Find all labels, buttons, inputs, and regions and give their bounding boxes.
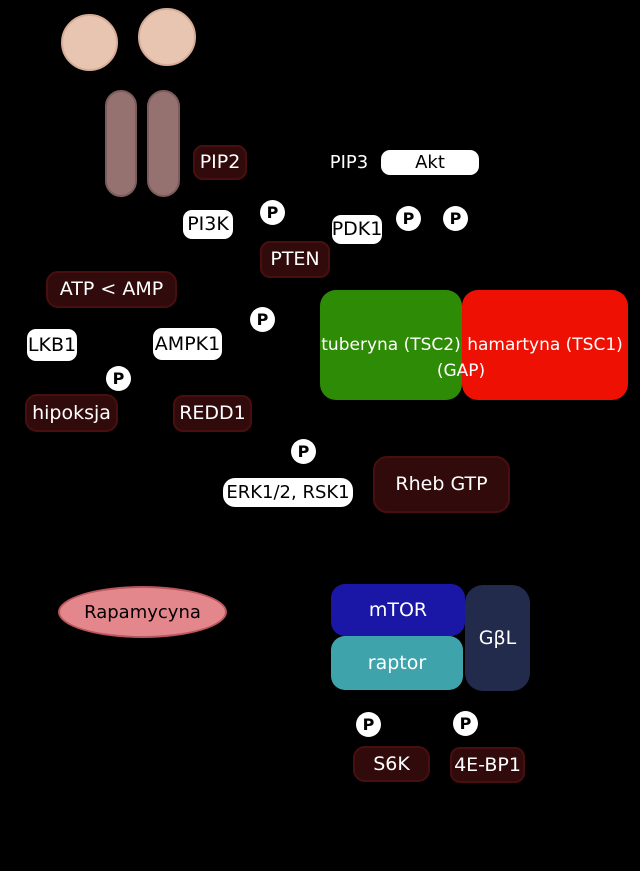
phosphate-badge: P [250, 307, 275, 332]
node-mtor: mTOR [331, 584, 465, 636]
node-hipoksja: hipoksja [25, 394, 118, 432]
node-pten: PTEN [260, 241, 330, 278]
phosphate-badge: P [443, 206, 468, 231]
node-atp-amp: ATP < AMP [46, 271, 177, 308]
ligand-circle [61, 14, 118, 71]
receptor-bar [147, 90, 180, 197]
node-raptor: raptor [331, 636, 463, 690]
phosphate-badge: P [453, 711, 478, 736]
phosphate-badge: P [356, 712, 381, 737]
node-rheb-gtp: Rheb GTP [373, 456, 510, 513]
node-ampk1: AMPK1 [153, 328, 222, 360]
node-s6k: S6K [353, 746, 430, 782]
node-tsc1: hamartyna (TSC1) [462, 290, 628, 400]
node-erk-rsk: ERK1/2, RSK1 [223, 478, 353, 507]
phosphate-badge: P [106, 366, 131, 391]
node-4e-bp1: 4E-BP1 [450, 747, 525, 783]
phosphate-badge: P [291, 439, 316, 464]
node-lkb1: LKB1 [27, 329, 77, 361]
phosphate-badge: P [396, 206, 421, 231]
ligand-circle [138, 8, 196, 66]
label-gap: (GAP) [436, 361, 486, 381]
node-akt: Akt [381, 150, 479, 175]
node-pip3: PIP3 [329, 151, 369, 173]
node-pdk1: PDK1 [332, 215, 382, 244]
node-redd1: REDD1 [173, 395, 252, 432]
node-rapamycyna: Rapamycyna [58, 586, 227, 638]
node-pi3k: PI3K [183, 210, 233, 239]
node-gbl: GβL [465, 585, 530, 691]
phosphate-badge: P [260, 200, 285, 225]
node-tsc2: tuberyna (TSC2) [320, 290, 462, 400]
receptor-bar [105, 90, 137, 197]
node-pip2: PIP2 [193, 145, 247, 180]
